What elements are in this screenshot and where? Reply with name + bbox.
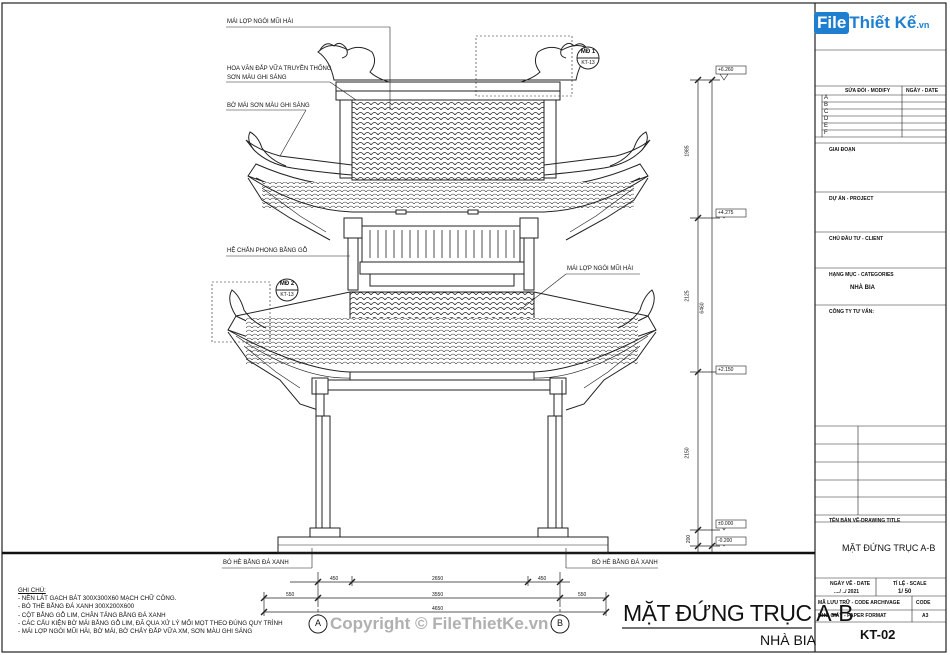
tb-rev-list: A B C D E F bbox=[824, 95, 828, 137]
note-line: - CÁC CẤU KIỆN BỜ MÁI BẰNG GỖ LIM, ĐÃ QU… bbox=[18, 619, 283, 627]
tb-client: CHỦ ĐẦU TƯ - CLIENT bbox=[829, 236, 884, 242]
tb-category-value: NHÀ BIA bbox=[850, 285, 875, 291]
tb-phase: GIAI ĐOẠN bbox=[829, 147, 856, 153]
detail-callout-frames bbox=[211, 35, 573, 343]
logo-file: File bbox=[814, 12, 850, 34]
vdim-1985: 1985 bbox=[684, 145, 691, 157]
label-roof-tile-top: MÁI LỢP NGÓI MŨI HÀI bbox=[227, 19, 294, 25]
note-line: - NỀN LÁT GẠCH BÁT 300X300X60 MẠCH CHỮ C… bbox=[18, 595, 177, 603]
vertical-dimensions bbox=[690, 76, 720, 553]
level-0000: ±0.000 bbox=[718, 521, 734, 527]
level-markers bbox=[715, 65, 747, 547]
hdim-450-left: 450 bbox=[330, 576, 339, 582]
lower-roof bbox=[227, 289, 657, 411]
tb-drawing-title-value: MẶT ĐỨNG TRỤC A-B bbox=[842, 543, 936, 553]
tb-category: HẠNG MỤC - CATEGORIES bbox=[829, 272, 894, 278]
label-roof-tile-right: MÁI LỢP NGÓI MŨI HÀI bbox=[567, 266, 634, 272]
drawing-title: MẶT ĐỨNG TRỤC A-B bbox=[623, 600, 854, 626]
axis-a: A bbox=[314, 618, 321, 628]
drawing-subtitle: NHÀ BIA bbox=[760, 632, 817, 648]
tb-rev-b: B bbox=[824, 102, 829, 108]
hdim-450-right: 450 bbox=[538, 576, 547, 582]
md1-ref: KT-13 bbox=[581, 60, 595, 66]
vdim-total: 6460 bbox=[699, 302, 706, 314]
note-line: - CỘT BẰNG GỖ LIM, CHÂN TẢNG BẰNG ĐÁ XAN… bbox=[18, 611, 166, 619]
label-stone-left: BÓ HÈ BẰNG ĐÁ XANH bbox=[223, 560, 289, 566]
detail-bubbles bbox=[275, 46, 600, 302]
tb-scale-value: 1/ 50 bbox=[898, 589, 912, 595]
tb-format: KHỔ GIẤY - PAPER FORMAT bbox=[818, 613, 887, 619]
upper-roof bbox=[245, 42, 651, 241]
logo-text: Thiết Kế bbox=[849, 13, 917, 32]
tb-rev-f: F bbox=[824, 130, 828, 136]
notes-heading: GHI CHÚ: bbox=[18, 587, 46, 594]
tb-rev-d: D bbox=[824, 116, 829, 122]
label-pattern: HOA VĂN ĐẮP VỮA TRUYỀN THỐNG bbox=[227, 66, 332, 72]
level-2150: +2.150 bbox=[718, 367, 734, 373]
tb-rev-e: E bbox=[824, 123, 829, 129]
wind-screen bbox=[343, 217, 539, 291]
md2-title: MĐ 2 bbox=[279, 281, 295, 287]
axis-bubbles bbox=[308, 614, 570, 634]
logo-domain: .vn bbox=[916, 20, 930, 30]
vdim-2125: 2125 bbox=[684, 290, 691, 302]
label-stone-right: BÓ HÈ BẰNG ĐÁ XANH bbox=[592, 560, 658, 566]
tb-drawing-title-label: TÊN BẢN VẼ-DRAWING TITLE bbox=[829, 518, 901, 524]
label-pattern-paint: SƠN MÀU GHI SÁNG bbox=[227, 75, 287, 81]
hdim-550-right: 550 bbox=[578, 592, 587, 598]
tb-scale-label: TỈ LỆ - SCALE bbox=[893, 581, 927, 587]
tb-project: DỰ ÁN - PROJECT bbox=[829, 196, 874, 202]
hdim-550-left: 550 bbox=[286, 592, 295, 598]
vdim-200: 200 bbox=[686, 534, 693, 544]
tb-rev-c: C bbox=[824, 109, 829, 115]
hdim-3550: 3550 bbox=[432, 592, 444, 598]
tb-rev-a: A bbox=[824, 95, 829, 101]
label-ridge: BỜ MÁI SƠN MÀU GHI SÁNG bbox=[227, 103, 310, 109]
tb-consultant: CÔNG TY TƯ VẤN: bbox=[829, 309, 874, 315]
level-6260: +6.260 bbox=[718, 67, 734, 73]
level-minus-200: -0.200 bbox=[718, 538, 733, 544]
watermark: Copyright © FileThietKe.vn bbox=[330, 614, 549, 633]
tb-code: CODE bbox=[916, 600, 931, 606]
level-4275: +4.275 bbox=[718, 210, 734, 216]
tb-sheet-number: KT-02 bbox=[860, 627, 896, 642]
tb-rev-date: NGÀY - DATE bbox=[906, 88, 939, 94]
label-wind-screen: HỆ CHẮN PHONG BẰNG GỖ bbox=[227, 248, 308, 254]
tb-date-label: NGÀY VẼ - DATE bbox=[830, 581, 871, 587]
note-line: - BÓ THỀ BẰNG ĐÁ XANH 300X200X600 bbox=[18, 603, 135, 611]
tb-rev-header: SỬA ĐỔI - MODIFY bbox=[845, 88, 891, 94]
md2-ref: KT-13 bbox=[280, 292, 294, 298]
axis-b: B bbox=[556, 618, 563, 628]
hdim-total: 4650 bbox=[432, 606, 444, 612]
tb-archive: MÃ LƯU TRỮ - CODE ARCHIVAGE bbox=[818, 600, 900, 606]
notes-block: GHI CHÚ: - NỀN LÁT GẠCH BÁT 300X300X60 M… bbox=[18, 587, 283, 636]
note-line: - MÁI LỢP NGÓI MŨI HÀI, BỜ MÁI, BỜ CHẢY … bbox=[18, 628, 253, 636]
leader-lines bbox=[222, 26, 658, 569]
tb-format-value: A3 bbox=[922, 613, 929, 619]
md1-title: MĐ 1 bbox=[580, 49, 596, 55]
vdim-2150: 2150 bbox=[684, 447, 691, 459]
title-block-grid bbox=[815, 49, 946, 623]
columns bbox=[309, 377, 569, 538]
tb-date-value: ..../ ../ 2021 bbox=[834, 589, 860, 595]
hdim-2650: 2650 bbox=[432, 576, 444, 582]
